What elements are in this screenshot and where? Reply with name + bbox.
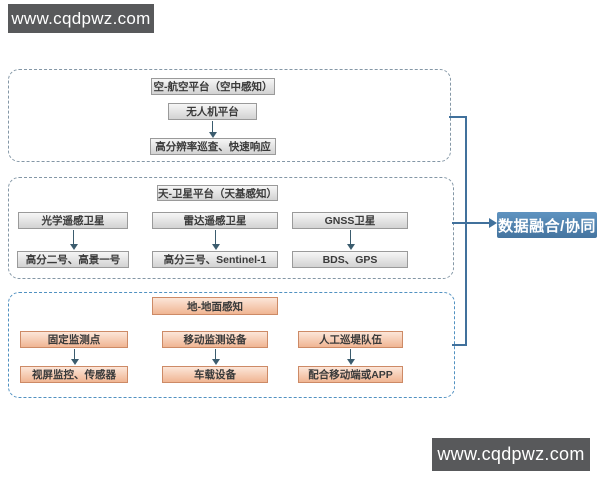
connector-line (465, 116, 467, 346)
node-gnss-satellite: GNSS卫星 (292, 212, 408, 229)
down-arrow (346, 230, 355, 250)
satellite-platform-title: 天-卫星平台（天基感知） (157, 185, 278, 201)
node-radar-satellite: 雷达遥感卫星 (152, 212, 278, 229)
watermark-bottom: www.cqdpwz.com (432, 438, 590, 471)
data-fusion-box: 数据融合/协同 (497, 212, 597, 238)
node-video-sensors: 视屏监控、传感器 (20, 366, 128, 383)
node-bds-gps: BDS、GPS (292, 251, 408, 268)
node-patrol-team: 人工巡堤队伍 (298, 331, 403, 348)
ground-platform-title: 地-地面感知 (152, 297, 278, 315)
node-optical-satellite: 光学遥感卫星 (18, 212, 128, 229)
down-arrow (211, 230, 220, 250)
down-arrow (70, 349, 79, 365)
connector-line (449, 116, 467, 118)
connector-line (452, 344, 467, 346)
node-mobile-app: 配合移动端或APP (298, 366, 403, 383)
watermark-top: www.cqdpwz.com (8, 4, 154, 33)
node-mobile-monitoring-device: 移动监测设备 (162, 331, 268, 348)
connector-line (452, 222, 490, 224)
node-vehicle-device: 车载设备 (162, 366, 268, 383)
node-high-res-patrol: 高分辨率巡查、快速响应 (150, 138, 276, 155)
air-platform-group (8, 69, 451, 162)
air-platform-title: 空-航空平台（空中感知） (151, 78, 275, 95)
down-arrow (208, 121, 217, 138)
node-uav-platform: 无人机平台 (168, 103, 257, 120)
node-gf2-sv1: 高分二号、高景一号 (17, 251, 129, 268)
down-arrow (69, 230, 78, 250)
down-arrow (346, 349, 355, 365)
node-gf3-sentinel1: 高分三号、Sentinel-1 (152, 251, 278, 268)
fusion-arrow (489, 218, 497, 228)
node-fixed-monitoring-point: 固定监测点 (20, 331, 128, 348)
satellite-platform-group (8, 177, 454, 279)
down-arrow (211, 349, 220, 365)
